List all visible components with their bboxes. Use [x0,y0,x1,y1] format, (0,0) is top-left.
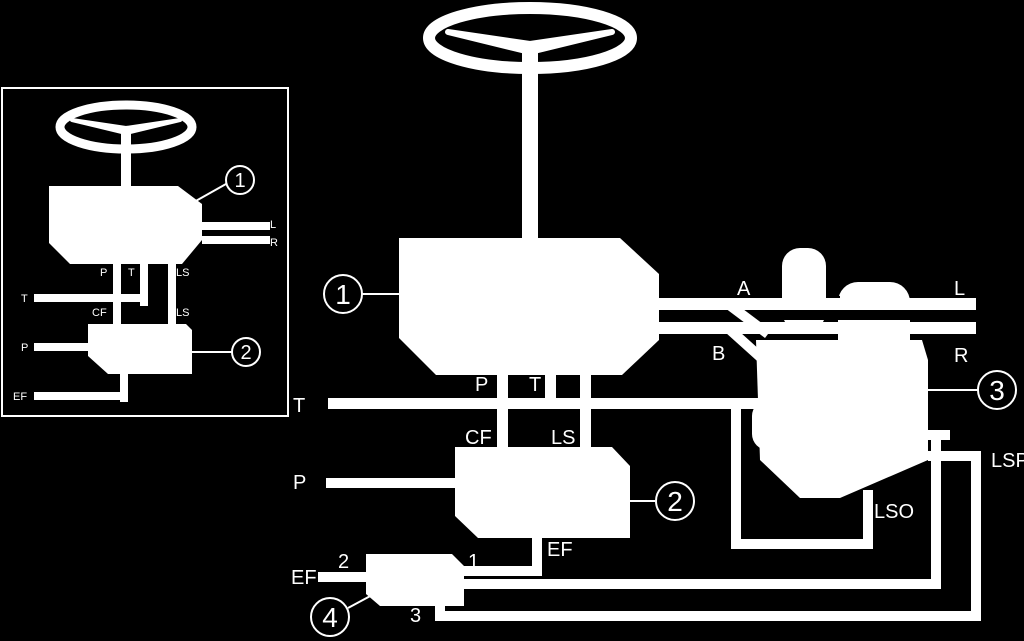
label-p: P [475,374,488,396]
callout-4-label: 4 [322,602,338,633]
inset-callout-2-label: 2 [240,342,251,364]
label-t-left: T [293,395,305,417]
label-l: L [954,278,965,300]
label-ls: LS [551,427,575,449]
steering-cylinder [658,248,976,498]
inset-callout-2 [231,337,261,367]
inset-label-p: P [100,267,107,279]
label-t: T [529,374,541,396]
label-b: B [712,343,725,365]
inset-label-ls-top: LS [176,267,189,279]
inset-diagram: 1 2 L R P T LS T CF LS P EF [1,87,289,417]
line-t-horizontal [328,398,760,409]
callout-1-label: 1 [335,279,351,310]
callout-2 [655,481,695,521]
inset-label-t: T [128,267,135,279]
steering-wheel-icon [423,2,637,238]
inset-label-l: L [270,219,276,231]
inset-label-cf: CF [92,307,107,319]
callout-4 [310,597,350,637]
inset-line-l [202,222,270,230]
label-lso: LSO [874,501,914,523]
line-ef-to-valve [460,566,542,576]
steering-unit [399,238,659,375]
inset-leader-1 [193,183,227,203]
label-ef: EF [547,539,573,561]
inset-label-r: R [270,237,278,249]
label-cf: CF [465,427,492,449]
line-p-cf [497,375,508,447]
inset-label-t-left: T [21,293,28,305]
inset-line-ls [168,264,176,328]
inset-priority-valve [88,324,192,374]
line-ls-stub [924,430,950,440]
label-valve-port-2: 2 [338,551,349,573]
inset-line-r [202,236,270,244]
priority-valve [455,447,630,538]
label-valve-port-3: 3 [410,605,421,627]
inset-callout-1-label: 1 [234,170,245,192]
inset-callout-1 [225,165,255,195]
line-b-diagonal [724,324,772,368]
line-lsp [435,451,981,621]
line-ls [580,375,591,447]
line-ef-vertical [532,538,542,576]
inset-line-t [140,264,148,306]
inset-frame [1,87,289,417]
label-r: R [954,345,968,367]
inset-label-p-left: P [21,342,28,354]
label-valve-port-1: 1 [468,551,479,573]
line-ef-input [318,572,370,582]
line-lso [731,404,873,549]
inset-steering-unit [49,186,202,264]
label-ef-left: EF [291,567,317,589]
line-ls-return-a [464,434,941,589]
inset-line-ef-horizontal [34,392,128,400]
inset-steering-wheel-icon [55,100,197,186]
inset-line-p-horizontal [34,343,92,351]
label-a: A [737,278,751,300]
main-diagram: 1 2 3 4 P T T CF LS P EF EF A B L R LSP … [291,2,1024,637]
shuttle-valve [366,554,464,606]
inset-label-ls-bottom: LS [176,307,189,319]
label-lsp: LSP [991,450,1024,472]
line-p-horizontal [326,478,456,488]
callout-3-label: 3 [989,375,1005,406]
callout-3 [977,370,1017,410]
inset-line-ef-vertical [120,374,128,402]
inset-line-t-horizontal [34,294,148,302]
label-p-left: P [293,472,306,494]
inset-label-ef: EF [13,391,27,403]
callout-2-label: 2 [667,486,683,517]
line-a-diagonal [725,300,771,338]
callout-1 [323,274,363,314]
line-t [545,375,556,405]
leader-4 [347,593,375,609]
